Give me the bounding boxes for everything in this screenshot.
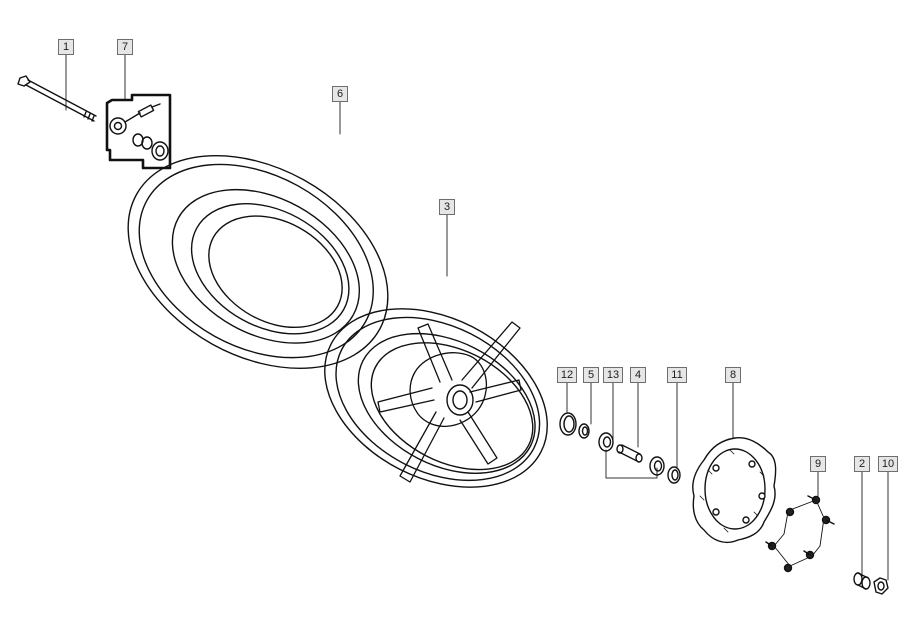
callout-8[interactable]: 8 (725, 367, 741, 383)
callout-10[interactable]: 10 (878, 456, 898, 472)
oil-seal-right[interactable] (667, 466, 681, 484)
callout-13[interactable]: 13 (603, 367, 623, 383)
bearing-left[interactable] (598, 432, 614, 452)
callout-4[interactable]: 4 (630, 367, 646, 383)
callout-1[interactable]: 1 (58, 39, 74, 55)
oil-seal[interactable] (578, 423, 590, 439)
callout-3[interactable]: 3 (439, 199, 455, 215)
disc-bolts[interactable] (765, 495, 835, 573)
callout-7[interactable]: 7 (117, 39, 133, 55)
valve-kit[interactable] (105, 93, 172, 170)
bearing-right[interactable] (649, 456, 665, 476)
callout-5[interactable]: 5 (583, 367, 599, 383)
axle-bolt[interactable] (17, 75, 97, 122)
tyre[interactable] (91, 112, 425, 411)
spacer-tube[interactable] (616, 444, 643, 463)
circlip[interactable] (559, 412, 577, 436)
wheel-spacer[interactable] (853, 572, 871, 590)
callout-11[interactable]: 11 (667, 367, 687, 383)
leader-lines (65, 54, 889, 581)
callout-2[interactable]: 2 (854, 456, 870, 472)
wheel-rim[interactable] (295, 273, 578, 523)
axle-nut[interactable] (873, 577, 889, 595)
brake-disc[interactable] (692, 437, 777, 544)
callout-6[interactable]: 6 (332, 86, 348, 102)
callout-9[interactable]: 9 (810, 456, 826, 472)
callout-12[interactable]: 12 (557, 367, 577, 383)
